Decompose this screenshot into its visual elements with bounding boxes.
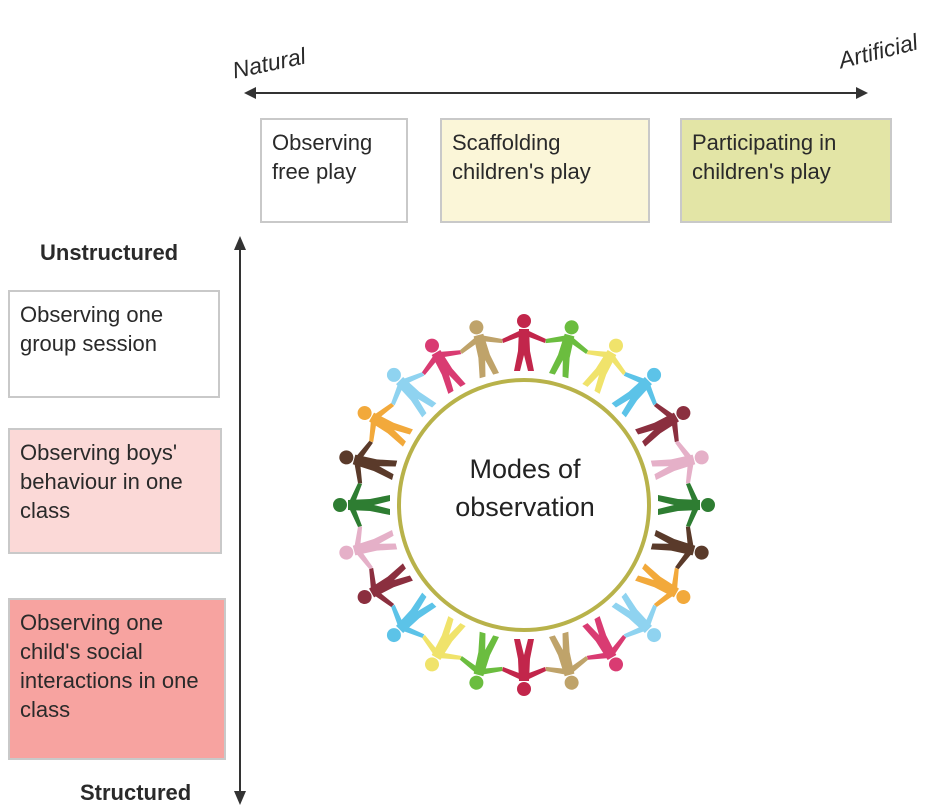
child-figure-icon <box>339 440 398 484</box>
box-participating-play: Participating in children's play <box>680 118 892 223</box>
arrow-down-icon <box>234 791 246 805</box>
center-circle <box>397 378 651 632</box>
box-child-interactions: Observing one child's social interaction… <box>8 598 226 760</box>
vertical-axis <box>234 236 246 805</box>
child-figure-icon <box>582 616 627 672</box>
arrow-left-icon <box>244 87 256 99</box>
child-figure-icon <box>635 563 691 608</box>
child-figure-icon <box>339 526 398 570</box>
child-figure-icon <box>545 320 589 379</box>
box-group-session: Observing one group session <box>8 290 220 398</box>
child-figure-icon <box>421 616 466 672</box>
child-figure-icon <box>611 367 662 418</box>
child-figure-icon <box>386 367 437 418</box>
box-observing-free-play: Observing free play <box>260 118 408 223</box>
child-figure-icon <box>459 320 503 379</box>
child-figure-icon <box>357 402 413 447</box>
child-figure-icon <box>650 526 709 570</box>
children-figures-ring <box>333 314 715 696</box>
child-figure-icon <box>658 483 715 527</box>
child-figure-icon <box>611 592 662 643</box>
arrow-right-icon <box>856 87 868 99</box>
horizontal-axis <box>244 87 868 99</box>
child-figure-icon <box>582 338 627 394</box>
child-figure-icon <box>650 440 709 484</box>
child-figure-icon <box>386 592 437 643</box>
child-figure-icon <box>357 563 413 608</box>
child-figure-icon <box>421 338 466 394</box>
box-scaffolding-play: Scaffolding children's play <box>440 118 650 223</box>
axis-label-structured: Structured <box>80 780 192 805</box>
child-figure-icon <box>635 402 691 447</box>
box-boys-behaviour: Observing boys' behaviour in one class <box>8 428 222 554</box>
child-figure-icon <box>545 631 589 690</box>
child-figure-icon <box>502 314 546 371</box>
child-figure-icon <box>333 483 390 527</box>
axis-label-unstructured: Unstructured <box>40 240 179 265</box>
arrow-up-icon <box>234 236 246 250</box>
center-title: Modes of observation <box>455 454 595 522</box>
child-figure-icon <box>459 631 503 690</box>
child-figure-icon <box>502 639 546 696</box>
